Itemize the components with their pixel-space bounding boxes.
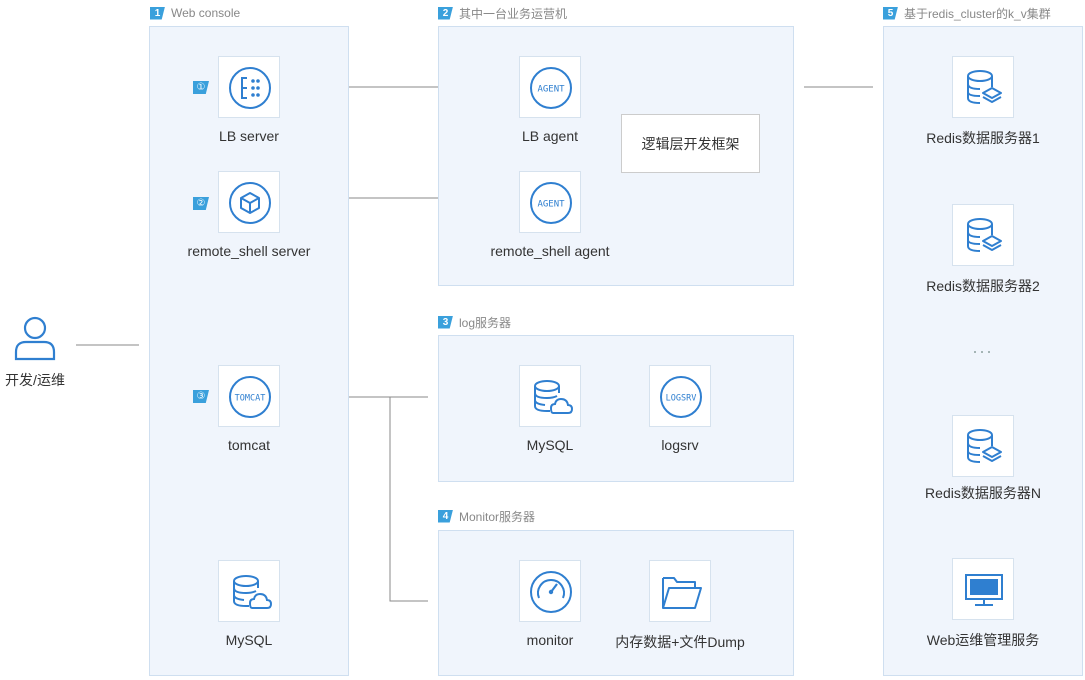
section-title: 其中一台业务运营机 (459, 6, 568, 21)
lb-server-label: LB server (219, 128, 279, 144)
cube-icon (229, 182, 271, 224)
agent-icon-text: AGENT (537, 85, 565, 95)
tomcat-icon-text: TOMCAT (235, 394, 266, 404)
dump-label: 内存数据+文件Dump (615, 634, 745, 650)
folder-icon (662, 577, 702, 609)
section-log-header: 3 log服务器 (438, 315, 512, 330)
redis-label-1: Redis数据服务器1 (926, 130, 1040, 146)
monitor-screen-icon (965, 574, 1003, 606)
redis-node-2 (952, 204, 1014, 266)
database-cloud-icon (534, 380, 574, 414)
section-number-badge: 4 (438, 509, 453, 523)
lb-agent-node: AGENT (519, 56, 581, 118)
tomcat-monitor-connector (389, 397, 428, 602)
tomcat-node: TOMCAT (218, 365, 280, 427)
remote-shell-agent-label: remote_shell agent (490, 243, 610, 259)
redis-node-n (952, 415, 1014, 477)
console-mysql-node (218, 560, 280, 622)
logsrv-icon: LOGSRV (660, 376, 702, 418)
tomcat-label: tomcat (227, 437, 271, 453)
section-number-badge: 3 (438, 315, 453, 329)
agent-icon: AGENT (530, 67, 572, 109)
remote-shell-agent-node: AGENT (519, 171, 581, 233)
database-layers-icon (967, 429, 1002, 463)
lb-server-node (218, 56, 280, 118)
redis-label-2: Redis数据服务器2 (926, 278, 1040, 294)
section-number-badge: 1 (150, 6, 165, 20)
web-ops-label: Web运维管理服务 (926, 632, 1040, 648)
monitor-label: monitor (526, 632, 574, 648)
user-label: 开发/运维 (5, 372, 65, 388)
step-marker-1: ① (193, 81, 209, 94)
user-icon (13, 315, 57, 361)
step-marker-3: ③ (193, 390, 209, 403)
logsrv-node: LOGSRV (649, 365, 711, 427)
logsrv-icon-text: LOGSRV (666, 394, 697, 404)
load-balancer-icon (229, 67, 271, 109)
redis-node-1 (952, 56, 1014, 118)
section-number-badge: 5 (883, 6, 898, 20)
remote-shell-server-label: remote_shell server (187, 243, 311, 259)
lb-agent-label: LB agent (521, 128, 579, 144)
log-server-panel (438, 335, 794, 482)
step-marker-2: ② (193, 197, 209, 210)
monitor-node (519, 560, 581, 622)
tomcat-icon: TOMCAT (229, 376, 271, 418)
section-number-badge: 2 (438, 6, 453, 20)
database-layers-icon (967, 70, 1002, 104)
redis-ellipsis: ... (972, 337, 994, 357)
web-ops-node (952, 558, 1014, 620)
section-title: 基于redis_cluster的k_v集群 (904, 6, 1051, 21)
section-monitor-header: 4 Monitor服务器 (438, 509, 536, 524)
section-title: log服务器 (459, 315, 512, 330)
section-redis-header: 5 基于redis_cluster的k_v集群 (883, 6, 1051, 21)
log-mysql-label: MySQL (526, 437, 574, 453)
database-layers-icon (967, 218, 1002, 252)
agent-icon: AGENT (530, 182, 572, 224)
section-title: Web console (171, 6, 241, 20)
monitor-server-panel (438, 530, 794, 676)
console-mysql-label: MySQL (225, 632, 273, 648)
log-mysql-node (519, 365, 581, 427)
redis-label-n: Redis数据服务器N (925, 485, 1041, 501)
gauge-icon (530, 571, 572, 613)
logsrv-label: logsrv (661, 437, 699, 453)
logic-framework-box: 逻辑层开发框架 (621, 114, 760, 173)
section-web-console-header: 1 Web console (150, 6, 240, 20)
agent-icon-text: AGENT (537, 200, 565, 210)
remote-shell-server-node (218, 171, 280, 233)
section-title: Monitor服务器 (459, 509, 536, 524)
database-cloud-icon (233, 575, 273, 609)
dump-node (649, 560, 711, 622)
section-business-header: 2 其中一台业务运营机 (438, 6, 568, 21)
